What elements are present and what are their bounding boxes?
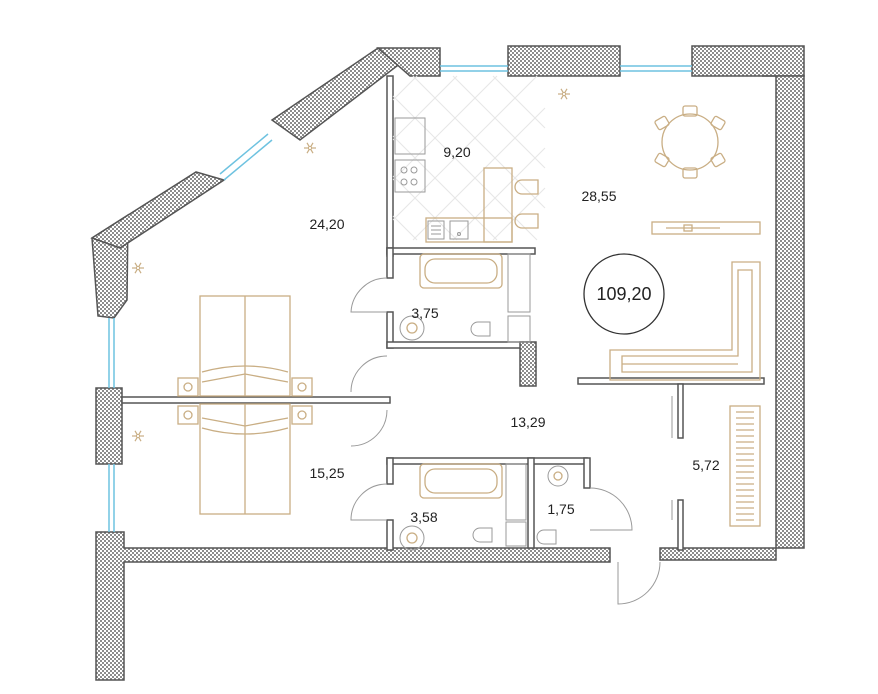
ac-unit-icon bbox=[131, 262, 145, 274]
beds bbox=[177, 295, 313, 515]
sofa bbox=[609, 261, 761, 381]
room-area-bathroom-2: 3,58 bbox=[410, 509, 437, 525]
room-area-bedroom: 15,25 bbox=[309, 465, 344, 481]
room-area-wardrobe: 5,72 bbox=[692, 457, 719, 473]
kitchen-floor bbox=[392, 75, 546, 241]
doors bbox=[350, 277, 673, 605]
room-area-kitchen: 9,20 bbox=[443, 144, 470, 160]
kitchen-furniture bbox=[394, 117, 539, 243]
windows bbox=[108, 65, 692, 532]
ac-unit-icon bbox=[557, 88, 571, 100]
total-area-badge: 109,20 bbox=[583, 253, 665, 335]
bathroom-2-fixtures bbox=[399, 463, 569, 551]
room-area-wc: 1,75 bbox=[547, 501, 574, 517]
exterior-walls bbox=[90, 45, 805, 681]
bathroom-1-fixtures bbox=[399, 253, 531, 343]
room-area-hallway: 13,29 bbox=[510, 414, 545, 430]
room-area-living-west: 24,20 bbox=[309, 216, 344, 232]
room-area-bathroom-1: 3,75 bbox=[411, 305, 438, 321]
dining-table bbox=[654, 105, 726, 179]
room-area-living-dining: 28,55 bbox=[581, 188, 616, 204]
total-area-label: 109,20 bbox=[596, 284, 651, 304]
ac-unit-icon bbox=[131, 430, 145, 442]
tv-stand bbox=[651, 221, 761, 235]
ac-unit-icon bbox=[303, 142, 317, 154]
room-labels: 24,20 9,20 28,55 3,75 13,29 15,25 3,58 1… bbox=[309, 144, 719, 525]
wardrobe-rack bbox=[729, 405, 761, 527]
